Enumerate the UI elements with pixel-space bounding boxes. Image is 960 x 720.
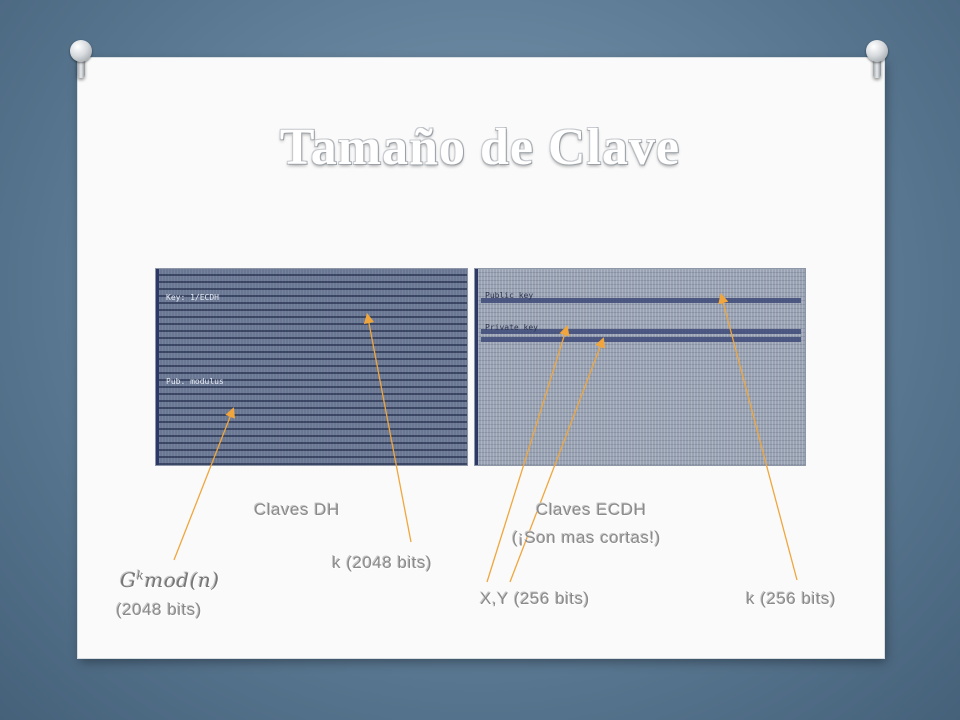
ecdh-keys-caption: Claves ECDH [536, 500, 647, 519]
dh-k-caption: k (2048 bits) [332, 553, 433, 572]
ecdh-key-band [481, 329, 801, 334]
dh-keys-screenshot: Key: 1/ECDH Pub. modulus [155, 268, 468, 466]
ecdh-keys-screenshot: Public key Private key [474, 268, 806, 466]
dh-public-bits-caption: (2048 bits) [116, 600, 202, 619]
pin-head [866, 40, 888, 62]
dh-second-label: Pub. modulus [166, 377, 224, 386]
push-pin-icon [866, 40, 888, 80]
pin-head [70, 40, 92, 62]
ecdh-second-label: Private key [485, 323, 538, 332]
formula-base: G [120, 568, 137, 592]
ecdh-xy-caption: X,Y (256 bits) [480, 589, 590, 608]
pin-stem [77, 56, 85, 78]
formula-rest: mod(n) [144, 568, 220, 592]
ecdh-note-caption: (¡Son mas cortas!) [512, 528, 661, 547]
ecdh-key-band [481, 337, 801, 342]
dh-public-formula: Gkmod(n) [120, 568, 220, 592]
dh-first-label: Key: 1/ECDH [166, 293, 219, 302]
formula-exponent: k [136, 568, 145, 583]
dh-keys-caption: Claves DH [254, 500, 340, 519]
push-pin-icon [70, 40, 92, 80]
pin-stem [873, 56, 881, 78]
ecdh-k-caption: k (256 bits) [746, 589, 837, 608]
ecdh-first-label: Public key [485, 291, 534, 300]
screenshot-edge [475, 269, 478, 465]
screenshot-edge [156, 269, 159, 465]
ecdh-key-band [481, 298, 801, 303]
slide-title: Tamaño de Clave [279, 119, 681, 176]
